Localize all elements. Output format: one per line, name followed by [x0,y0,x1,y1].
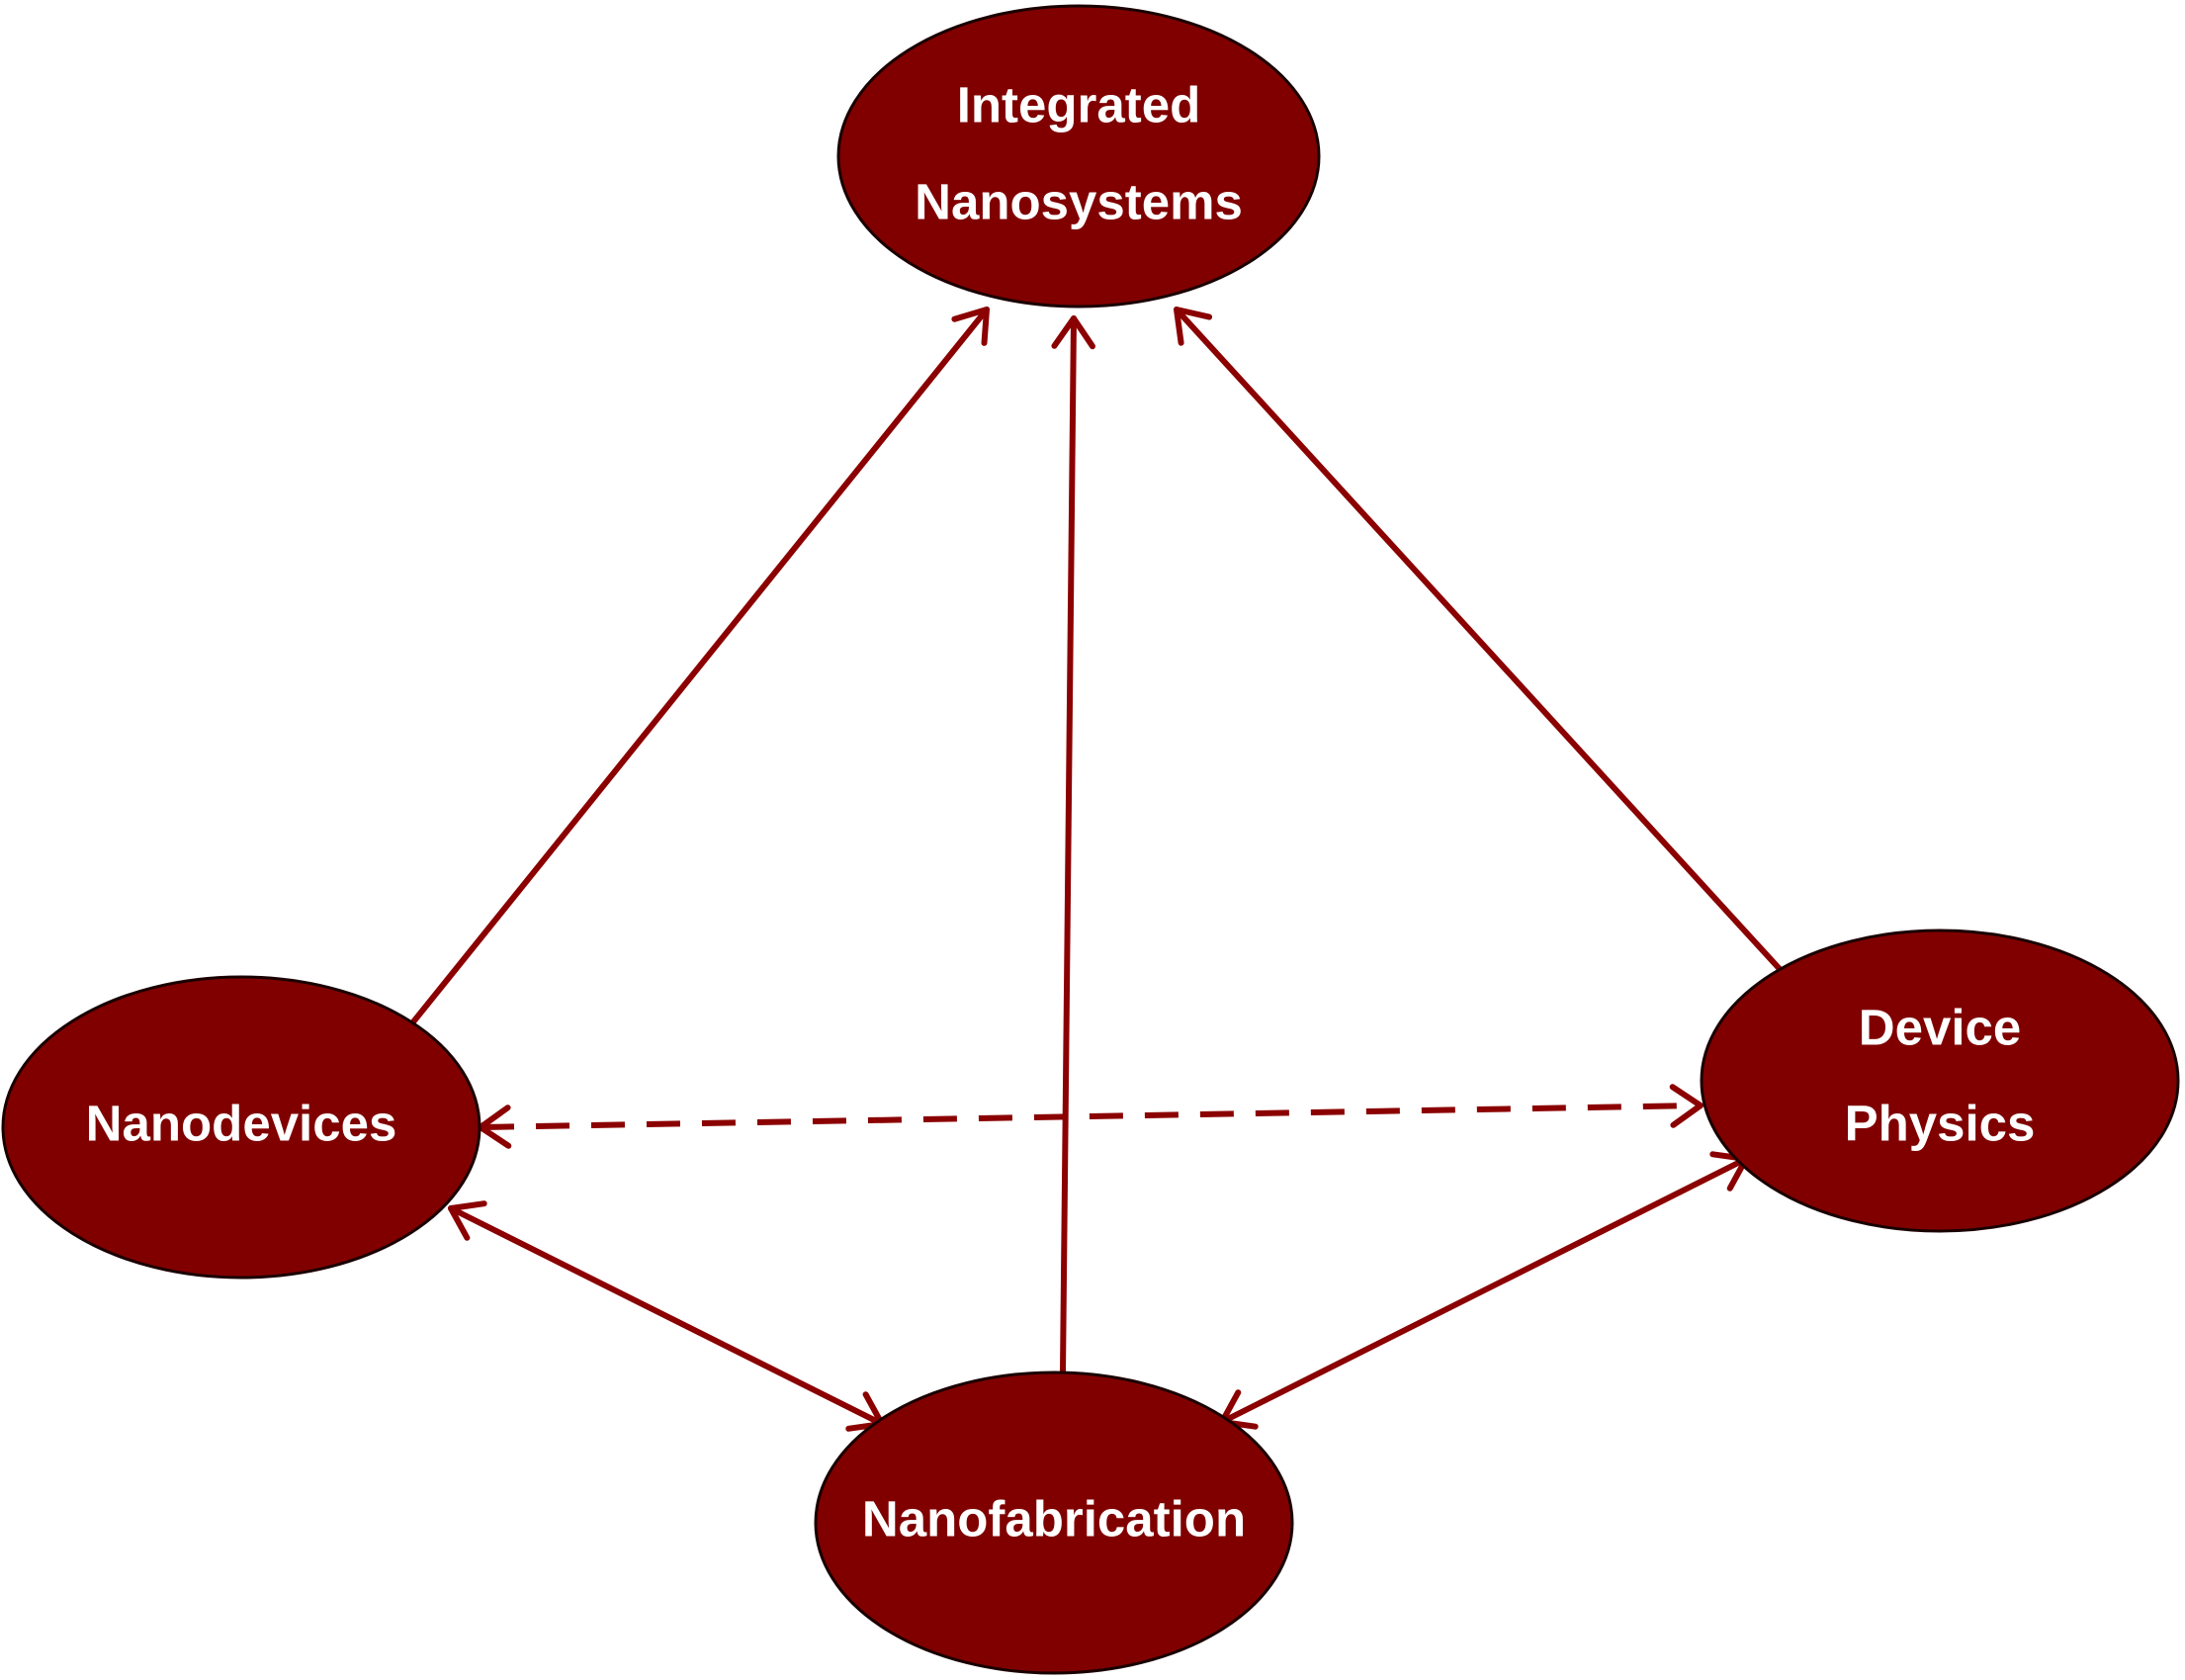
node-label: Device [1859,999,2021,1055]
connector-line [408,307,990,1027]
node-label: Nanodevices [86,1095,397,1151]
edge-nanofabrication-to-integrated-nanosystems [1051,315,1095,1375]
edge-device-physics-to-integrated-nanosystems [1174,307,1783,972]
arrowhead-icon [1051,315,1095,350]
node-label: Nanosystems [915,173,1243,229]
edge-nanofabrication-to-device-physics [1219,1151,1749,1430]
node-nanofabrication: Nanofabrication [814,1371,1294,1675]
arrowhead-icon [1174,307,1213,346]
arrowhead-icon [951,307,990,346]
connector-line [1219,1156,1749,1425]
node-label: Integrated [957,76,1201,133]
edges-layer [408,307,1783,1432]
arrowhead-icon [448,1200,487,1241]
node-label: Physics [1845,1095,2036,1151]
connector-line [448,1205,885,1427]
dashed-connector-line [480,1103,1702,1130]
node-ellipse [836,4,1321,309]
connector-line [1174,307,1783,972]
edge-nanodevices-to-device-physics [478,1084,1704,1149]
connector-line [1060,315,1077,1375]
node-ellipse [814,1371,1294,1675]
node-ellipse [1,975,481,1280]
node-nanodevices: Nanodevices [1,975,481,1280]
edge-nanodevices-to-integrated-nanosystems [408,307,990,1027]
node-label: Nanofabrication [862,1490,1246,1547]
arrowhead-icon [1669,1084,1704,1128]
node-ellipse [1700,928,2180,1233]
edge-nanodevices-to-nanofabrication [448,1200,885,1432]
